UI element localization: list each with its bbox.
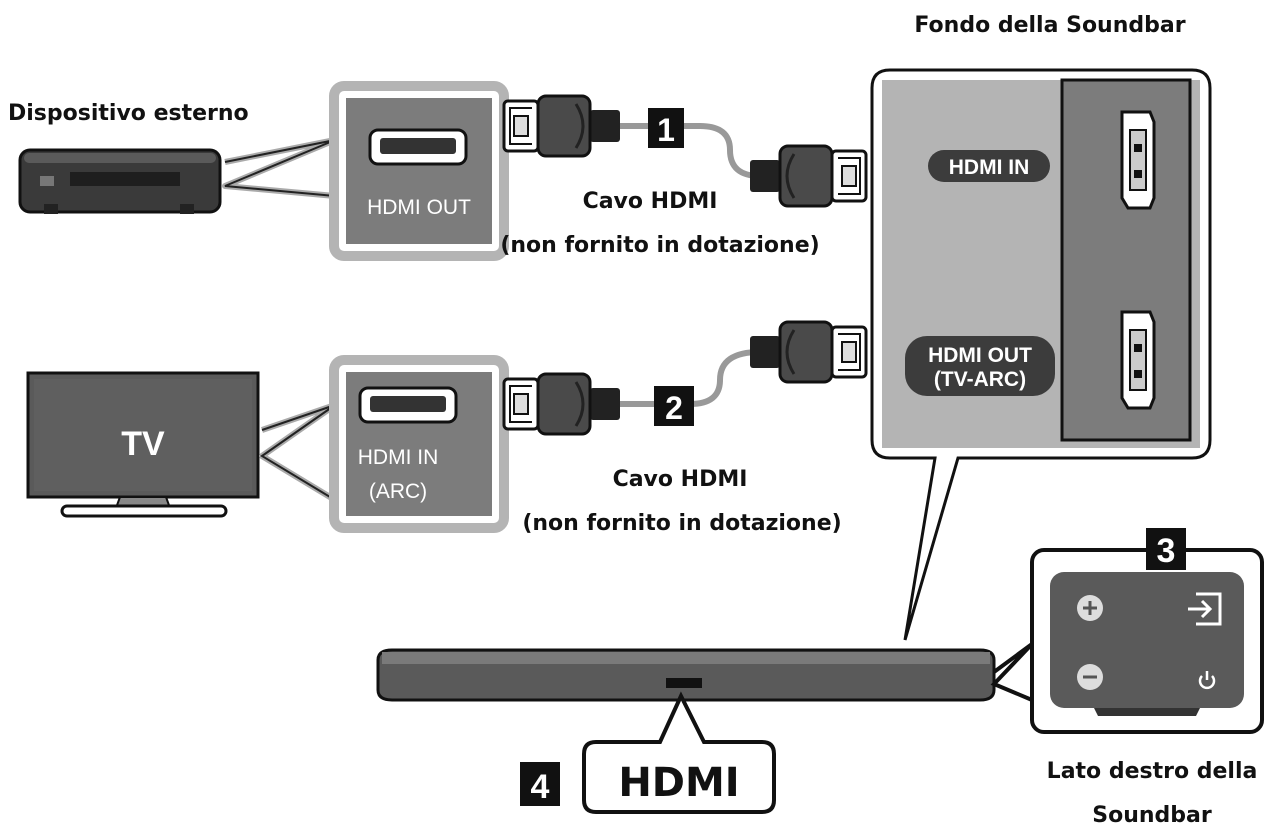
- external-port-panel: HDMI OUT: [329, 81, 509, 261]
- hdmi-logo-label: HDMI: [618, 760, 739, 806]
- step-3-marker: 3: [1146, 528, 1186, 570]
- step-4-marker: 4: [520, 762, 560, 806]
- hdmi-cable-2: [502, 320, 868, 436]
- soundbar-bottom-panel: HDMI IN HDMI OUT (TV-ARC): [870, 68, 1212, 641]
- soundbar-hdmi-in-label: HDMI IN: [949, 156, 1030, 179]
- power-icon: [1198, 671, 1216, 690]
- svg-text:3: 3: [1157, 532, 1176, 570]
- tv-device: TV: [26, 371, 260, 518]
- tv-callout: [259, 402, 338, 503]
- soundbar: [376, 648, 996, 702]
- tv-port-panel: HDMI IN (ARC): [329, 355, 509, 533]
- cable-2-label: Cavo HDMI: [613, 467, 748, 492]
- cable-1-label: Cavo HDMI: [583, 189, 718, 214]
- external-device: [18, 148, 222, 214]
- soundbar-hdmi-port-marker: [666, 678, 702, 688]
- hdmi-callout: [582, 691, 776, 814]
- soundbar-hdmi-out-label-line1: HDMI OUT: [928, 344, 1032, 367]
- soundbar-hdmi-in-port-icon: [1120, 110, 1156, 210]
- source-icon: [1188, 592, 1222, 626]
- svg-text:2: 2: [665, 390, 683, 426]
- soundbar-hdmi-out-label-line2: (TV-ARC): [934, 368, 1026, 391]
- soundbar-hdmi-out-port-icon: [1120, 310, 1156, 410]
- side-callout: [990, 642, 1034, 702]
- external-device-label: Dispositivo esterno: [8, 101, 249, 126]
- cable-2-note: (non fornito in dotazione): [522, 511, 841, 536]
- svg-text:4: 4: [531, 768, 550, 806]
- step-2-marker: 2: [654, 386, 694, 426]
- hdmi-cable-1: [502, 94, 868, 208]
- external-port-label: HDMI OUT: [367, 196, 471, 219]
- tv-port-label-line1: HDMI IN: [358, 446, 439, 469]
- cable-1-note: (non fornito in dotazione): [500, 233, 819, 258]
- tv-port-label-line2: (ARC): [369, 480, 427, 503]
- tv-label: TV: [121, 425, 165, 463]
- side-label-line1: Lato destro della: [1047, 759, 1258, 784]
- svg-text:1: 1: [657, 112, 675, 148]
- side-label-line2: Soundbar: [1092, 803, 1212, 828]
- step-1-marker: 1: [648, 108, 684, 148]
- side-control-panel: [1030, 548, 1264, 734]
- soundbar-bottom-label: Fondo della Soundbar: [914, 13, 1185, 38]
